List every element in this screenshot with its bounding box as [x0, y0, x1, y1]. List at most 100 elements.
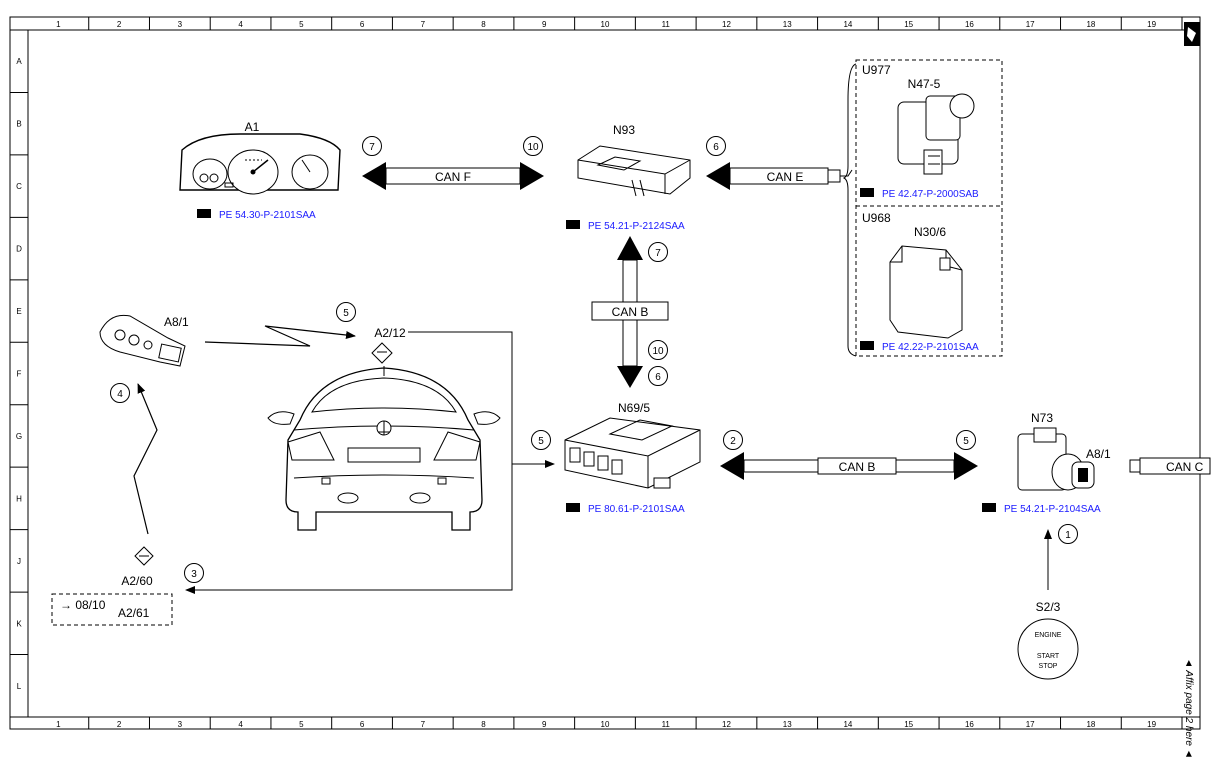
svg-text:PE 42.47-P-2000SAB: PE 42.47-P-2000SAB [882, 189, 979, 200]
can-f-bus [362, 162, 544, 190]
step-10-vert: 10 [648, 340, 668, 360]
column-label: 9 [542, 720, 547, 729]
svg-text:PE 42.22-P-2101SAA: PE 42.22-P-2101SAA [882, 342, 979, 353]
row-label: E [16, 307, 21, 316]
svg-text:6: 6 [655, 372, 661, 383]
n93-label: N93 [613, 123, 635, 137]
antenna-a2-60-icon [134, 546, 154, 566]
column-label: 17 [1026, 20, 1035, 29]
row-label: H [16, 494, 22, 503]
a2-61-note: → 08/10 [60, 598, 106, 612]
column-label: 15 [904, 20, 913, 29]
column-label: 18 [1086, 20, 1095, 29]
row-label: B [16, 120, 21, 129]
n73-label: N73 [1031, 411, 1053, 425]
svg-text:START: START [1037, 653, 1060, 660]
step-2: 2 [723, 430, 743, 450]
ignition-switch-n73 [1017, 427, 1095, 491]
svg-text:5: 5 [343, 308, 349, 319]
page-corner-icon [1184, 22, 1200, 46]
svg-text:3: 3 [191, 569, 197, 580]
module-n69-5 [564, 417, 701, 489]
step-5-n73: 5 [956, 430, 976, 450]
column-label: 13 [783, 20, 792, 29]
n69-5-reference-link[interactable]: PE 80.61-P-2101SAA [566, 503, 685, 515]
n69-5-label: N69/5 [618, 401, 650, 415]
column-label: 15 [904, 720, 913, 729]
start-stop-button[interactable]: ENGINE START STOP [1017, 618, 1079, 680]
column-label: 19 [1147, 20, 1156, 29]
step-10-top: 10 [523, 136, 543, 156]
svg-text:STOP: STOP [1039, 663, 1058, 670]
column-label: 12 [722, 720, 731, 729]
affix-note: ◄ Affix page 2 here ◄ [1183, 658, 1194, 759]
svg-text:10: 10 [652, 346, 664, 357]
column-label: 5 [299, 20, 304, 29]
svg-text:6: 6 [713, 142, 719, 153]
svg-text:1: 1 [1065, 530, 1071, 541]
svg-text:PE 54.21-P-2124SAA: PE 54.21-P-2124SAA [588, 221, 685, 232]
a1-reference-link[interactable]: PE 54.30-P-2101SAA [197, 209, 316, 221]
n93-reference-link[interactable]: PE 54.21-P-2124SAA [566, 220, 685, 232]
step-7-left: 7 [362, 136, 382, 156]
n69-5-to-a2-60-line [185, 464, 513, 594]
a2-60-label: A2/60 [121, 574, 153, 588]
column-label: 1 [56, 720, 61, 729]
row-label: F [17, 370, 22, 379]
column-label: 8 [481, 20, 486, 29]
svg-text:10: 10 [527, 142, 539, 153]
column-label: 3 [178, 720, 183, 729]
wireless-signal-to-a2-12 [204, 325, 356, 347]
column-label: 10 [601, 720, 610, 729]
s2-3-label: S2/3 [1036, 600, 1061, 614]
can-b-horizontal-bus [720, 452, 978, 480]
svg-text:7: 7 [655, 248, 661, 259]
can-e-label: CAN E [767, 170, 804, 184]
n47-5-esp-unit [897, 93, 975, 175]
column-label: 1 [56, 20, 61, 29]
u968-reference-link[interactable]: PE 42.22-P-2101SAA [860, 341, 979, 353]
key-a8-1-label: A8/1 [164, 315, 189, 329]
svg-text:7: 7 [369, 142, 375, 153]
can-b-horizontal-label: CAN B [839, 460, 876, 474]
a2-12-label: A2/12 [374, 326, 406, 340]
n47-5-label: N47-5 [908, 77, 941, 91]
n73-key-label: A8/1 [1086, 447, 1111, 461]
column-label: 2 [117, 720, 122, 729]
n73-reference-link[interactable]: PE 54.21-P-2104SAA [982, 503, 1101, 515]
a1-label: A1 [245, 120, 260, 134]
a2-12-to-n69-5-line [408, 331, 555, 468]
row-label: L [17, 682, 22, 691]
step-5-n69: 5 [531, 430, 551, 450]
svg-text:ENGINE: ENGINE [1035, 632, 1062, 639]
step-6-top: 6 [706, 136, 726, 156]
column-label: 7 [421, 20, 426, 29]
bracket-group [842, 59, 1003, 357]
svg-text:5: 5 [963, 436, 969, 447]
column-label: 6 [360, 720, 365, 729]
instrument-cluster-a1 [179, 133, 341, 195]
column-label: 9 [542, 20, 547, 29]
can-c-bus [1129, 457, 1211, 475]
column-label: 4 [238, 20, 243, 29]
step-5-wireless: 5 [336, 302, 356, 322]
step-1: 1 [1058, 524, 1078, 544]
u977-reference-link[interactable]: PE 42.47-P-2000SAB [860, 188, 979, 200]
column-label: 2 [117, 20, 122, 29]
column-label: 3 [178, 20, 183, 29]
vehicle-rear-view [267, 366, 501, 531]
row-label: A [16, 57, 22, 66]
drawing-frame [9, 16, 1201, 730]
row-label: D [16, 245, 22, 254]
u968-label: U968 [862, 211, 891, 225]
row-label: G [16, 432, 22, 441]
module-n93 [577, 145, 691, 197]
column-label: 8 [481, 720, 486, 729]
step-7-vert: 7 [648, 242, 668, 262]
row-label: J [17, 557, 21, 566]
column-label: 5 [299, 720, 304, 729]
a2-61-box [51, 593, 173, 626]
can-b-vertical-bus [591, 236, 669, 388]
